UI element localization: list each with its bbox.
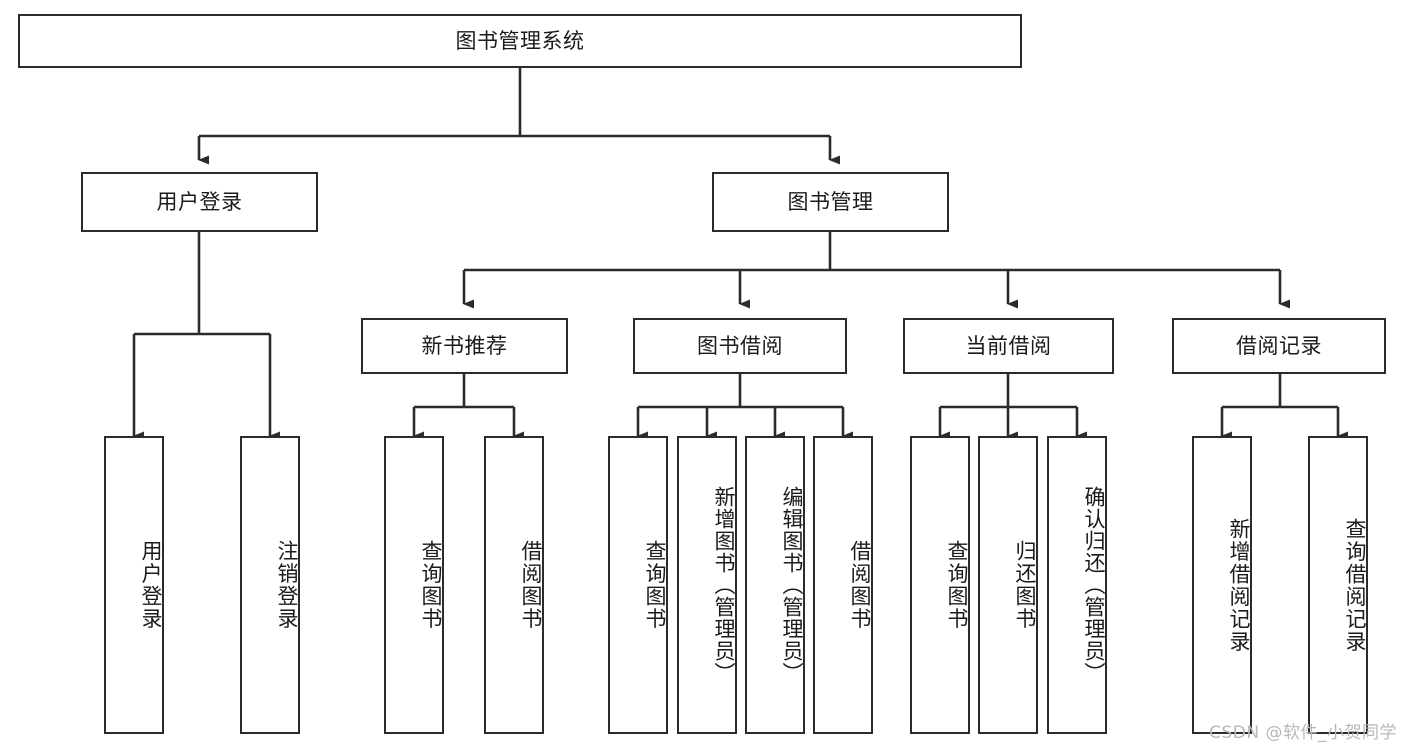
node-book-management-label: 图书管理 <box>787 189 874 214</box>
node-book-management[interactable]: 图书管理 <box>712 172 949 232</box>
node-root-label: 图书管理系统 <box>455 28 585 53</box>
node-leaf-return-book[interactable]: 归还图书 <box>978 436 1038 734</box>
node-current-borrow-label: 当前借阅 <box>965 333 1052 358</box>
node-leaf-add-book[interactable]: 新增图书（管理员） <box>677 436 737 734</box>
node-leaf-confirm-return[interactable]: 确认归还（管理员） <box>1047 436 1107 734</box>
node-leaf-add-book-label: 新增图书（管理员） <box>712 486 736 684</box>
node-leaf-borrow-book-1-label: 借阅图书 <box>519 540 543 630</box>
node-leaf-confirm-return-label: 确认归还（管理员） <box>1082 486 1106 684</box>
node-leaf-query-record-label: 查询借阅记录 <box>1343 517 1367 653</box>
node-new-book-recommend[interactable]: 新书推荐 <box>361 318 568 374</box>
node-borrow-record-label: 借阅记录 <box>1236 333 1322 358</box>
node-leaf-query-book-2-label: 查询图书 <box>643 540 667 630</box>
node-leaf-borrow-book-2-label: 借阅图书 <box>848 540 872 630</box>
node-leaf-return-book-label: 归还图书 <box>1013 540 1037 630</box>
node-leaf-user-logout-label: 注销登录 <box>275 540 299 630</box>
csdn-watermark: CSDN @软件_小贺同学 <box>1209 723 1397 743</box>
node-leaf-user-logout[interactable]: 注销登录 <box>240 436 300 734</box>
node-leaf-query-book-2[interactable]: 查询图书 <box>608 436 668 734</box>
node-leaf-query-book-1[interactable]: 查询图书 <box>384 436 444 734</box>
node-leaf-add-record-label: 新增借阅记录 <box>1227 517 1251 653</box>
node-user-login-label: 用户登录 <box>156 189 243 214</box>
node-leaf-borrow-book-2[interactable]: 借阅图书 <box>813 436 873 734</box>
node-book-borrow-label: 图书借阅 <box>697 333 783 358</box>
node-leaf-borrow-book-1[interactable]: 借阅图书 <box>484 436 544 734</box>
node-leaf-query-record[interactable]: 查询借阅记录 <box>1308 436 1368 734</box>
node-leaf-query-book-1-label: 查询图书 <box>419 540 443 630</box>
node-current-borrow[interactable]: 当前借阅 <box>903 318 1114 374</box>
node-book-borrow[interactable]: 图书借阅 <box>633 318 847 374</box>
node-leaf-user-login[interactable]: 用户登录 <box>104 436 164 734</box>
node-leaf-edit-book[interactable]: 编辑图书（管理员） <box>745 436 805 734</box>
node-root[interactable]: 图书管理系统 <box>18 14 1022 68</box>
node-new-book-recommend-label: 新书推荐 <box>421 333 508 358</box>
node-leaf-query-book-3[interactable]: 查询图书 <box>910 436 970 734</box>
node-borrow-record[interactable]: 借阅记录 <box>1172 318 1386 374</box>
node-user-login[interactable]: 用户登录 <box>81 172 318 232</box>
node-leaf-edit-book-label: 编辑图书（管理员） <box>780 486 804 684</box>
node-leaf-add-record[interactable]: 新增借阅记录 <box>1192 436 1252 734</box>
node-leaf-user-login-label: 用户登录 <box>139 540 163 630</box>
node-leaf-query-book-3-label: 查询图书 <box>945 540 969 630</box>
